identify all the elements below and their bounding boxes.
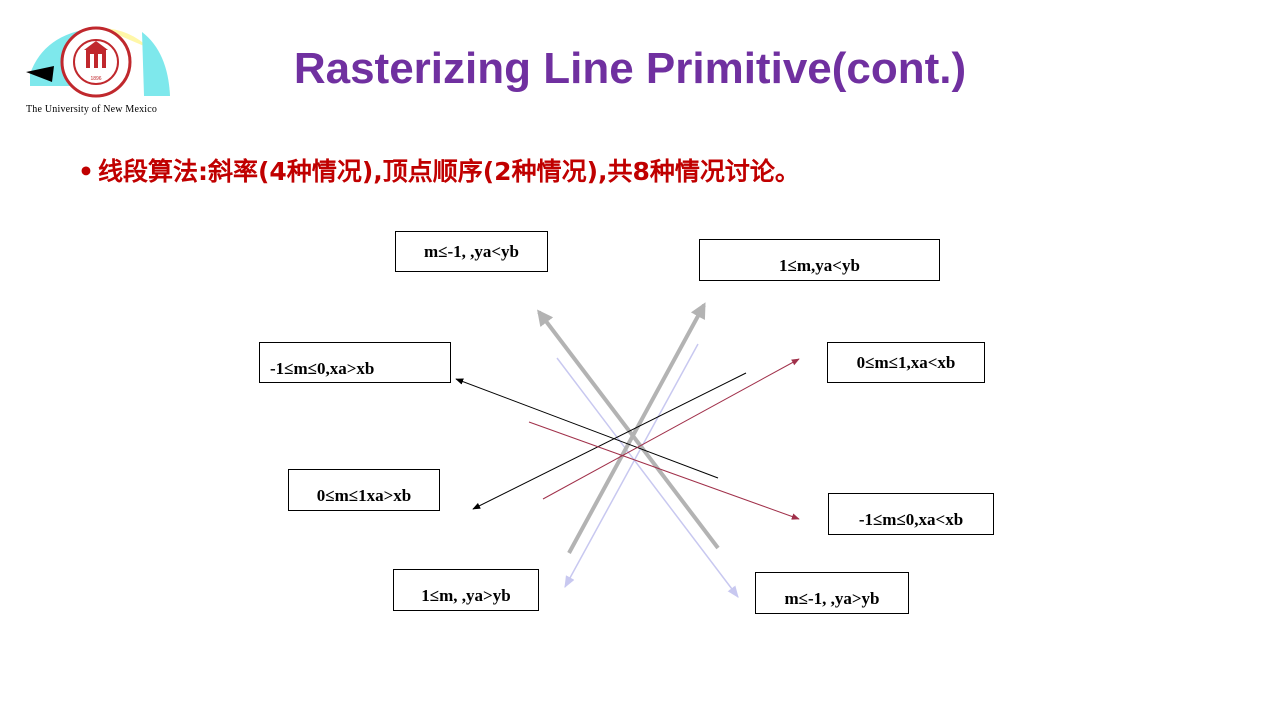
page-title: Rasterizing Line Primitive(cont.): [293, 44, 967, 93]
case-label-upper-left: -1≤m≤0,xa>xb: [259, 342, 451, 383]
university-caption: The University of New Mexico: [26, 104, 158, 115]
case-label-bottom-left: 1≤m, ,ya>yb: [393, 569, 539, 611]
case-label-bottom-right: m≤-1, ,ya>yb: [755, 572, 909, 614]
bullet-marker: •: [78, 157, 94, 186]
svg-text:1896: 1896: [90, 76, 101, 82]
arrow-gray-up-left: [537, 309, 720, 550]
university-logo: 1896: [24, 26, 174, 122]
case-label-upper-right: 0≤m≤1,xa<xb: [827, 342, 985, 383]
arrow-maroon-up-right: [542, 358, 800, 500]
case-label-lower-left: 0≤m≤1xa>xb: [288, 469, 440, 511]
case-label-top-right: 1≤m,ya<yb: [699, 239, 940, 281]
case-label-top-left: m≤-1, ,ya<yb: [395, 231, 548, 272]
bullet-item: •线段算法:斜率(4种情况),顶点顺序(2种情况),共8种情况讨论。: [78, 152, 800, 188]
arrow-lavender-down-left: [564, 343, 699, 589]
sichuan-university-emblem-icon: 1896: [26, 26, 170, 98]
case-label-lower-right: -1≤m≤0,xa<xb: [828, 493, 994, 535]
bullet-text: 线段算法:斜率(4种情况),顶点顺序(2种情况),共8种情况讨论。: [98, 157, 800, 186]
arrow-maroon-down-right: [528, 421, 800, 520]
arrow-lavender-down-right: [556, 357, 739, 598]
arrow-gray-up-right: [567, 302, 706, 554]
arrow-black-up-left: [455, 378, 719, 479]
arrow-black-down-left: [472, 372, 747, 510]
